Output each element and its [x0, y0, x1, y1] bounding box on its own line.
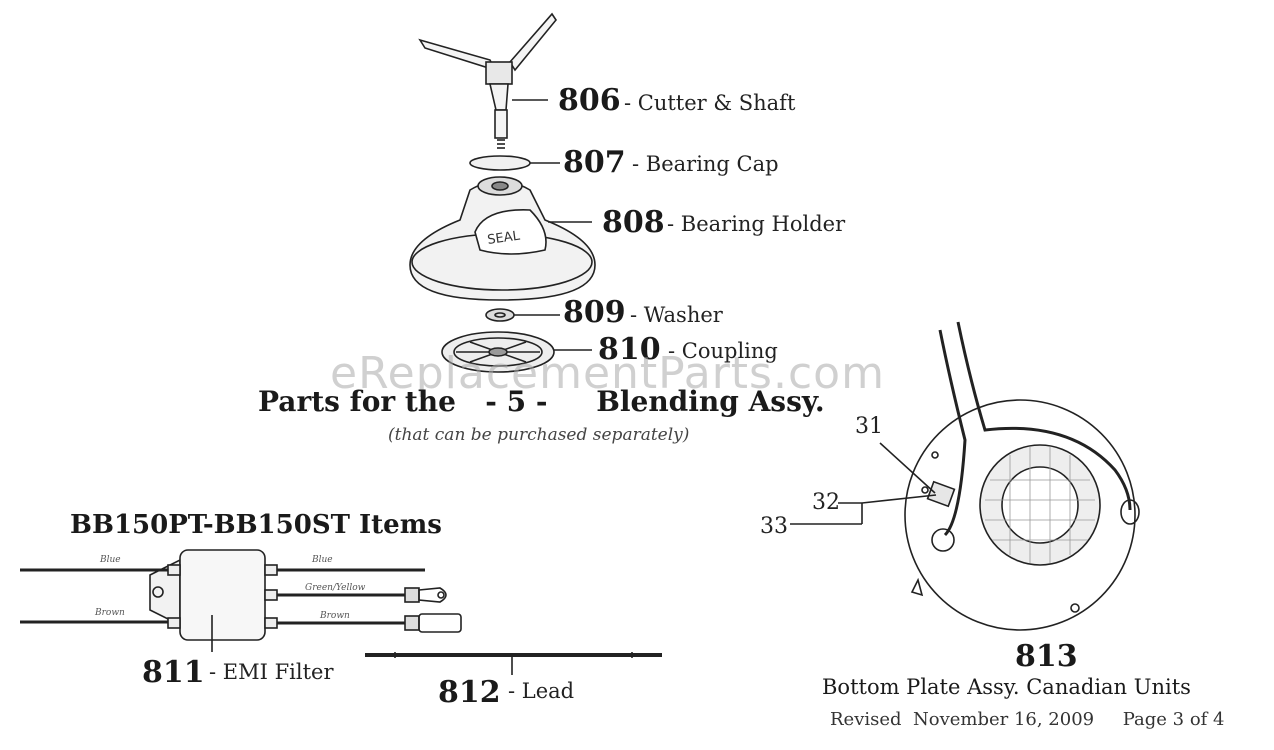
part-label-810: - Coupling	[668, 339, 778, 363]
seal-label: SEAL	[486, 228, 521, 247]
wire-label-right-mid: Green/Yellow	[305, 583, 366, 593]
washer-drawing	[485, 308, 560, 322]
emi-filter-drawing	[20, 549, 462, 652]
bearing-cap-drawing	[469, 155, 560, 171]
lead-drawing	[365, 652, 662, 675]
revised-date: Revised November 16, 2009	[830, 709, 1095, 730]
part-number-809: 809	[563, 295, 626, 330]
part-number-808: 808	[602, 205, 665, 240]
bottom-plate-title: Bottom Plate Assy. Canadian Units	[822, 675, 1191, 699]
part-label-811: - EMI Filter	[209, 660, 334, 684]
watermark: eReplacementParts.com	[330, 348, 885, 399]
part-number-807: 807	[563, 145, 626, 180]
heading-suffix: Blending Assy.	[596, 385, 825, 418]
heading-count: - 5 -	[485, 385, 548, 418]
part-number-811: 811	[142, 655, 205, 690]
cutter-shaft-drawing	[418, 12, 557, 149]
part-number-812: 812	[438, 675, 501, 710]
page-number: Page 3 of 4	[1122, 709, 1225, 730]
part-label-812: - Lead	[508, 679, 575, 703]
part-label-807: - Bearing Cap	[632, 152, 779, 176]
part-number-813: 813	[1015, 639, 1078, 674]
bottom-plate-drawing	[790, 321, 1140, 631]
callout-33: 33	[760, 514, 788, 539]
part-label-808: - Bearing Holder	[667, 212, 846, 236]
part-label-809: - Washer	[630, 303, 723, 327]
part-number-806: 806	[558, 83, 621, 118]
revision-line: Revised November 16, 2009 Page 3 of 4	[830, 711, 1225, 729]
callout-32: 32	[812, 490, 840, 515]
wire-label-right-bottom: Brown	[320, 611, 350, 621]
callout-31: 31	[855, 414, 883, 439]
assembly-heading: Parts for the - 5 - Blending Assy.	[258, 388, 825, 416]
heading-prefix: Parts for the	[258, 385, 456, 418]
wire-label-right-top: Blue	[312, 555, 333, 565]
heading-subnote: (that can be purchased separately)	[388, 425, 690, 445]
wire-label-left-top: Blue	[100, 555, 121, 565]
items-title: BB150PT-BB150ST Items	[70, 510, 442, 540]
part-label-806: - Cutter & Shaft	[624, 91, 796, 115]
part-number-810: 810	[598, 332, 661, 367]
wire-label-left-bottom: Brown	[95, 608, 125, 618]
coupling-drawing	[441, 331, 592, 373]
bearing-holder-drawing	[409, 176, 596, 301]
